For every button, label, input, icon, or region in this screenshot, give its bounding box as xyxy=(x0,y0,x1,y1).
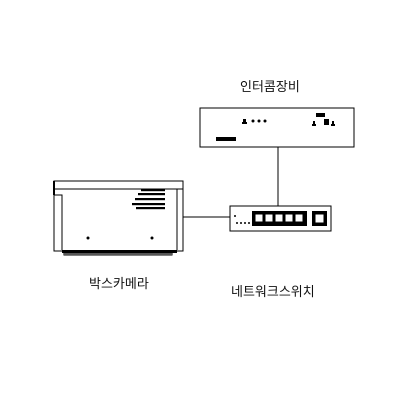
intercom-body xyxy=(199,107,355,148)
switch-port-4 xyxy=(284,213,294,223)
intercom-label: 인터콤장비 xyxy=(240,80,300,95)
switch-port-2 xyxy=(264,213,274,223)
camera-vents xyxy=(132,189,165,210)
camera-body xyxy=(53,180,184,256)
network-switch-device xyxy=(229,205,332,232)
box-camera-device xyxy=(53,180,184,256)
switch-ports xyxy=(252,211,327,226)
intercom-slot xyxy=(216,137,236,141)
camera-screw-left xyxy=(86,236,90,240)
intercom-indicator-lights xyxy=(242,119,267,124)
switch-port-1 xyxy=(254,213,264,223)
switch-status-lights xyxy=(234,215,250,224)
switch-port-5 xyxy=(294,213,304,223)
camera-base xyxy=(62,250,177,253)
switch-port-3 xyxy=(274,213,284,223)
camera-screw-right xyxy=(150,236,154,240)
network-switch-label: 네트워크스위치 xyxy=(231,285,315,300)
intercom-device xyxy=(199,107,355,148)
intercom-connectors xyxy=(312,113,335,126)
box-camera-label: 박스카메라 xyxy=(89,277,149,292)
switch-uplink-port xyxy=(314,213,325,224)
